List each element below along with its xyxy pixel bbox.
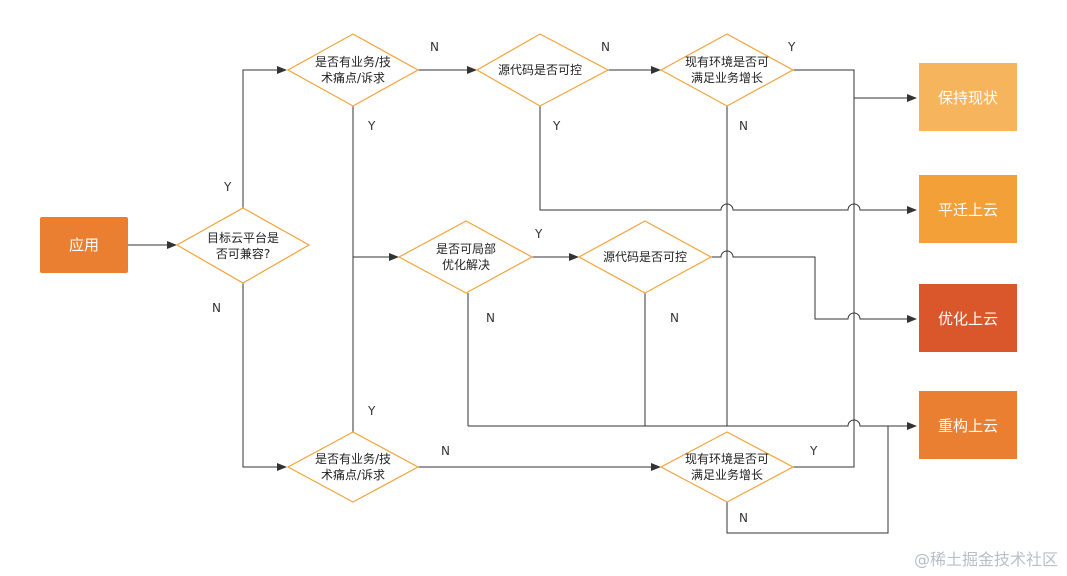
decision-local-line2: 优化解决 [442, 258, 490, 272]
start-label: 应用 [69, 236, 99, 254]
decision-pain-top-line1: 是否有业务/技 [315, 54, 391, 69]
decision-pain-top: 是否有业务/技 术痛点/诉求 [286, 33, 420, 107]
label-pain-top-no: N [430, 40, 439, 54]
connectors [128, 66, 917, 534]
decision-pain-top-line2: 术痛点/诉求 [321, 70, 385, 85]
outcome-optimize-label: 优化上云 [938, 310, 998, 328]
decision-compat-line1: 目标云平台是 [207, 230, 279, 245]
decision-pain-bottom: 是否有业务/技 术痛点/诉求 [286, 431, 420, 503]
label-src-mid-no: N [670, 311, 679, 325]
decision-env-bottom: 现有环境是否可 满足业务增长 [659, 431, 795, 503]
decision-env-top-line1: 现有环境是否可 [685, 54, 769, 69]
label-pain-top-yes: Y [367, 119, 376, 133]
edge-compat-no [242, 283, 287, 471]
decision-local-line1: 是否可局部 [436, 241, 496, 256]
label-local-no: N [486, 311, 495, 325]
label-src-top-yes: Y [552, 119, 561, 133]
label-local-yes: Y [534, 227, 543, 241]
decision-env-top-line2: 满足业务增长 [691, 70, 763, 85]
edge-src-mid-yes [711, 250, 917, 323]
outcome-optimize-box [919, 284, 1017, 352]
decision-local: 是否可局部 优化解决 [397, 220, 534, 294]
label-env-bottom-no: N [739, 511, 748, 525]
label-compat-yes: Y [223, 180, 232, 194]
start-box [40, 217, 128, 273]
decision-src-mid: 源代码是否可控 [577, 220, 713, 294]
decision-env-bottom-line1: 现有环境是否可 [685, 451, 769, 466]
decision-src-top-line1: 源代码是否可控 [498, 63, 582, 77]
decision-compat-line2: 否可兼容? [216, 246, 270, 261]
edge-compat-yes [242, 66, 287, 208]
outcome-rehost-label: 平迁上云 [938, 201, 998, 219]
label-pain-bottom-yes: Y [367, 404, 376, 418]
decision-compat: 目标云平台是 否可兼容? [175, 207, 311, 284]
decision-env-top: 现有环境是否可 满足业务增长 [659, 33, 795, 107]
label-env-top-yes: Y [787, 40, 796, 54]
decision-src-mid-line1: 源代码是否可控 [603, 250, 687, 264]
outcome-keep-box [919, 63, 1017, 131]
decision-pain-bottom-line2: 术痛点/诉求 [321, 467, 385, 482]
outcome-rebuild-label: 重构上云 [938, 417, 998, 435]
outcome-rehost-box [919, 175, 1017, 243]
edge-src-top-yes [539, 106, 917, 214]
edge-merge-to-rebuild [468, 419, 917, 430]
label-env-bottom-yes: Y [809, 444, 818, 458]
label-compat-no: N [212, 301, 221, 315]
watermark-text: @稀土掘金技术社区 [914, 550, 1058, 569]
outcome-keep-label: 保持现状 [938, 89, 998, 107]
label-src-top-no: N [601, 40, 610, 54]
edge-env-top-yes [793, 69, 917, 102]
edge-env-bottom-yes [793, 98, 855, 468]
decision-env-bottom-line2: 满足业务增长 [691, 467, 763, 482]
label-pain-bottom-no: N [441, 444, 450, 458]
edge-env-bottom-no [726, 426, 889, 534]
decision-pain-bottom-line1: 是否有业务/技 [315, 451, 391, 466]
decision-src-top: 源代码是否可控 [475, 33, 610, 107]
outcome-rebuild-box [919, 391, 1017, 459]
label-env-top-no: N [739, 119, 748, 133]
